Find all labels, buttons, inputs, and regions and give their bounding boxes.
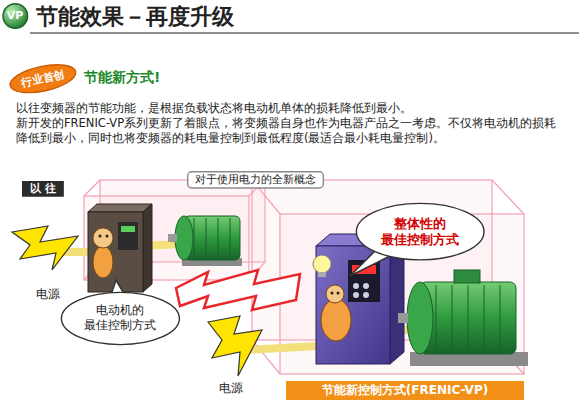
node-outline [188, 172, 324, 188]
mascot-character [326, 285, 344, 303]
power-flow-arrow [176, 270, 300, 310]
old-system-frame [84, 180, 100, 196]
logo-badge: VP [0, 3, 31, 29]
old-motor [175, 216, 193, 260]
old-motor [218, 218, 219, 258]
era-tag: 以 往 [22, 181, 64, 197]
node-outline [356, 204, 484, 260]
old-inverter [121, 226, 135, 232]
new-inverter [363, 283, 369, 289]
mascot-character [313, 255, 331, 273]
node-outline [8, 60, 79, 98]
new-motor [420, 282, 516, 354]
text-wrap: 电动机的 最佳控制方式 [80, 303, 159, 333]
power-label: 电源 [219, 381, 243, 396]
old-system-frame [84, 196, 249, 280]
node-outline [22, 181, 64, 197]
old-motor [230, 218, 231, 258]
page-title: 节能效果－再度升级 [36, 3, 234, 32]
body-text: 以往变频器的节能功能，是根据负载状态将电动机单体的损耗降低到最小。 [16, 101, 568, 116]
old-inverter [93, 246, 113, 278]
node-text: 以 往 [30, 182, 56, 196]
first-badge: 行业首创 [6, 58, 80, 99]
new-motor [398, 270, 528, 366]
power-label: 电源 [36, 287, 60, 302]
lightning-bolt [208, 316, 262, 376]
lightning-bolt [12, 226, 78, 270]
node-text: VP [7, 9, 24, 23]
speech-bubble: 电动机的 最佳控制方式 [60, 291, 181, 346]
new-motor [407, 282, 433, 354]
old-motor [206, 218, 207, 258]
old-inverter [99, 235, 102, 238]
node-outline [286, 381, 524, 400]
new-system-frame [280, 214, 524, 374]
node-outline [61, 292, 179, 344]
old-inverter [88, 204, 152, 292]
text-wrap: 整体性的 最佳控制方式 [377, 216, 463, 249]
node-outline [3, 4, 28, 29]
header-rule [30, 32, 579, 34]
old-inverter [88, 204, 152, 212]
new-motor [484, 285, 485, 351]
old-motor [168, 234, 177, 242]
node-text: 整体性的 最佳控制方式 [377, 216, 463, 249]
new-inverter [353, 292, 359, 298]
text-wrap: 节能新控制方式(FRENIC-VP) [322, 383, 488, 398]
node-text: 对于使用电力的全新概念 [195, 173, 316, 187]
body-text: 新开发的FRENIC-VP系列更新了着眼点，将变频器自身也作为电器产品之一考虑。… [16, 116, 568, 146]
old-inverter [118, 222, 138, 250]
text-wrap: 以 往 [30, 182, 56, 196]
text-wrap: VP [7, 9, 24, 23]
new-inverter [353, 283, 359, 289]
new-motor [500, 285, 501, 351]
new-motor [452, 285, 453, 351]
section-heading: 节能新方式! [84, 68, 160, 86]
speech-bubble: 整体性的 最佳控制方式 [355, 202, 485, 261]
new-motor [454, 270, 480, 283]
node-text: 节能新控制方式(FRENIC-VP) [322, 383, 488, 398]
new-system-frame [492, 180, 524, 214]
power-wire [66, 248, 90, 256]
new-motor [436, 285, 437, 351]
node-text: 电动机的 最佳控制方式 [80, 303, 159, 333]
mascot-character [318, 272, 326, 277]
old-inverter [93, 228, 113, 248]
mascot-character [313, 255, 351, 341]
old-motor [194, 218, 195, 258]
mascot-character [331, 292, 334, 295]
new-motor [468, 285, 469, 351]
new-inverter [363, 292, 369, 298]
concept-tag: 对于使用电力的全新概念 [187, 171, 324, 189]
old-inverter [106, 235, 109, 238]
caption-banner: 节能新控制方式(FRENIC-VP) [286, 381, 524, 400]
power-wire [246, 346, 318, 350]
mascot-character [337, 292, 340, 295]
old-motor [168, 216, 242, 266]
new-motor [398, 313, 408, 323]
mascot-character [321, 299, 351, 341]
text-wrap: 对于使用电力的全新概念 [195, 173, 316, 187]
old-inverter [143, 204, 152, 292]
